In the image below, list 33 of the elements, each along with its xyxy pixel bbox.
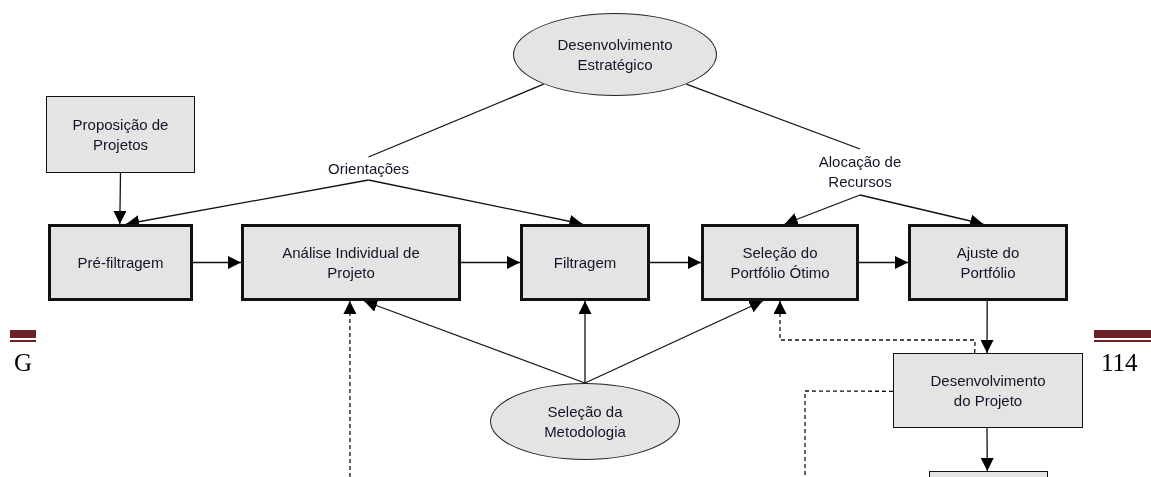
arrow: [784, 194, 861, 226]
arrow: [578, 300, 592, 384]
page-marker: G: [14, 350, 33, 375]
page-marker: 114: [1101, 350, 1138, 375]
arrow: [773, 300, 976, 354]
arrow: [649, 256, 702, 269]
node-label: Seleção da Metodologia: [543, 401, 627, 442]
arrow: [584, 300, 764, 384]
node-label: Desenvolvimento Estratégico: [556, 34, 674, 75]
node-label: Seleção do Portfólio Ótimo: [729, 242, 831, 283]
process-box: [701, 224, 859, 301]
arrow: [343, 300, 357, 477]
node-label: Filtragem: [553, 252, 617, 273]
node-label: Pré-filtragem: [77, 252, 164, 273]
arrow: [113, 172, 127, 225]
arrow: [460, 256, 521, 269]
arrow: [363, 299, 586, 384]
node-label: Desenvolvimento do Projeto: [929, 370, 1047, 411]
process-box: [241, 224, 461, 301]
arrow: [192, 256, 242, 269]
arrow: [980, 300, 994, 354]
process-box: [520, 224, 650, 301]
node-label: Ajuste do Portfólio: [955, 242, 1021, 283]
node-label: Proposição de Projetos: [71, 114, 170, 155]
arrow: [980, 427, 994, 472]
process-box: [908, 224, 1068, 301]
node-label: Análise Individual de Projeto: [281, 242, 421, 283]
arrow: [858, 256, 909, 269]
node-label: Orientações: [328, 158, 409, 179]
node-label: Alocação de Recursos: [817, 152, 903, 192]
process-box: [48, 224, 193, 301]
process-box: [46, 96, 195, 173]
process-box: [893, 353, 1083, 428]
